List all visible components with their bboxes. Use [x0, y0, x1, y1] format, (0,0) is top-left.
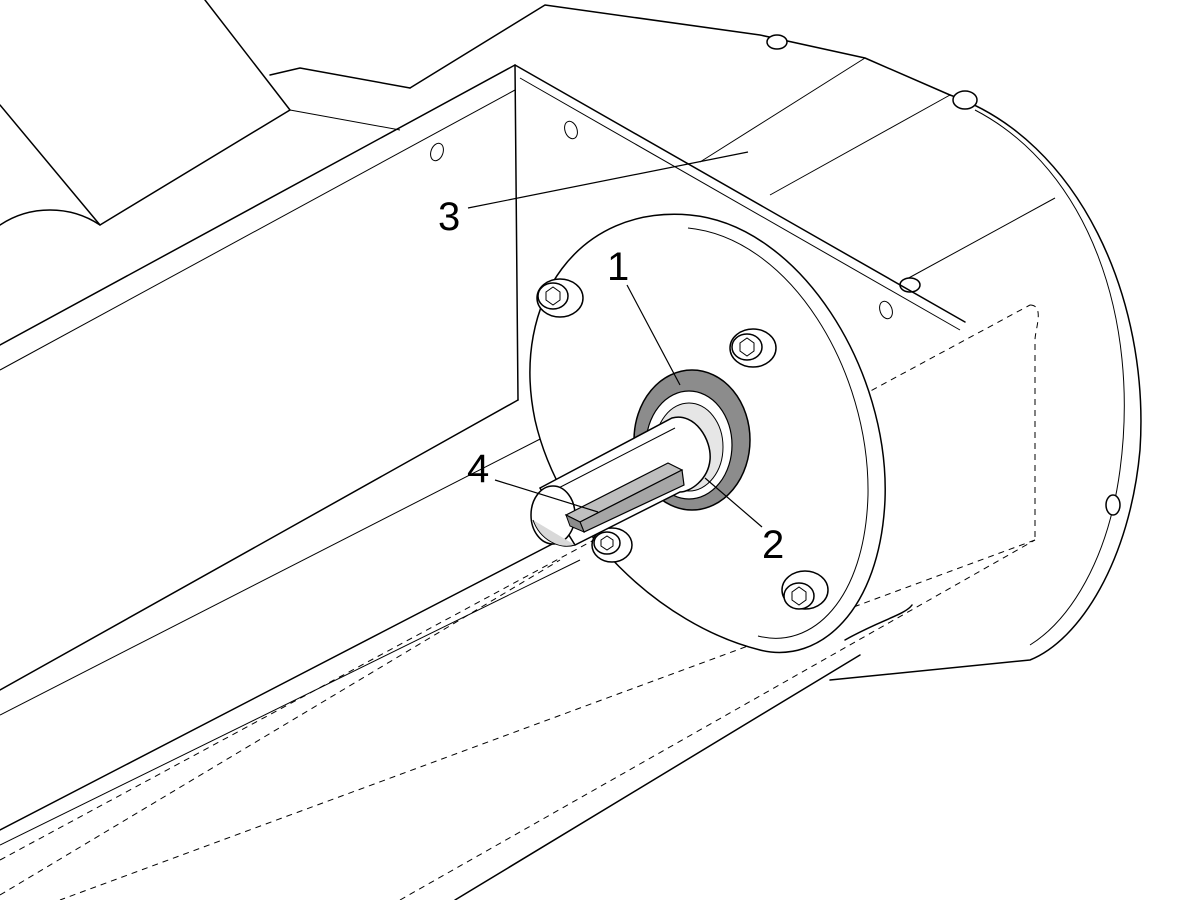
leader-4 — [494, 479, 599, 513]
frame-plates — [0, 64, 966, 900]
shaft-key — [564, 462, 685, 533]
bolt-bottom-left — [591, 527, 633, 563]
callout-1: 1 — [607, 245, 629, 289]
callout-3: 3 — [438, 195, 460, 239]
motor-housing — [269, 4, 1142, 681]
leader-2 — [704, 477, 763, 528]
bolt-top-right — [729, 328, 777, 368]
bolt-top-left — [536, 278, 584, 318]
hidden-lines — [0, 304, 1039, 900]
bolt-bottom-right — [781, 570, 829, 610]
leader-3 — [467, 151, 749, 209]
leader-1 — [626, 284, 681, 386]
drive-shaft — [530, 416, 711, 547]
hopper-chute — [0, 0, 401, 226]
callout-leaders — [467, 151, 763, 528]
callout-2: 2 — [762, 523, 784, 567]
flange-bolts — [536, 278, 829, 610]
callout-labels: 1 2 3 4 — [438, 195, 784, 567]
callout-4: 4 — [467, 447, 489, 491]
